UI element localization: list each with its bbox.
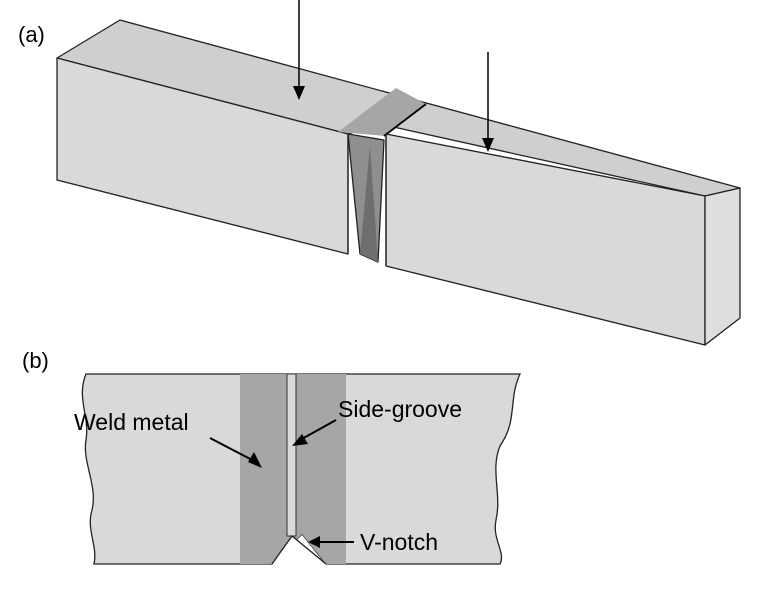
panel-b-label: (b) [22,348,49,373]
plan-side-groove [286,373,297,537]
v-notch-label: V-notch [360,529,438,555]
weld-metal-arrow [209,437,262,468]
weld-band-top [338,88,426,136]
right-block-end [704,187,741,346]
panel-b-plan [81,373,522,565]
load-arrow-left [293,0,305,100]
side-groove-line-top [383,103,427,137]
side-groove-arrow [292,419,337,446]
load-arrow-right [482,52,494,152]
weld-metal-label: Weld metal [74,409,189,435]
panel-a-label: (a) [18,22,45,47]
plan-v-notch [271,535,327,565]
side-groove-label: Side-groove [338,396,462,422]
panel-a-specimen [56,0,741,346]
v-notch-arrow [308,536,354,548]
v-notch-shadow [360,146,378,262]
